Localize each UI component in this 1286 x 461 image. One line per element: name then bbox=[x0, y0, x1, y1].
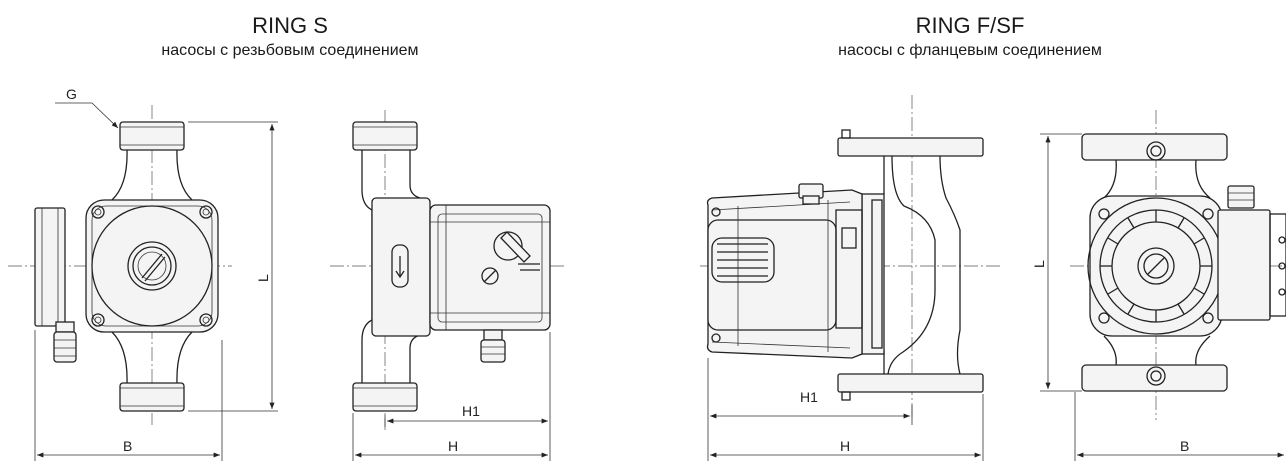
dim-label-g: G bbox=[66, 86, 77, 102]
dim-length-left: L bbox=[188, 121, 278, 412]
dim-label-h1-left: H1 bbox=[462, 403, 480, 419]
ring-s-front-view bbox=[8, 105, 232, 425]
dim-h-right: H bbox=[710, 394, 984, 461]
dim-label-l-right: L bbox=[1031, 260, 1047, 268]
ring-f-front-view bbox=[1070, 110, 1286, 420]
ring-s-side-view bbox=[330, 110, 565, 430]
ring-f-side-view bbox=[700, 95, 1000, 420]
dim-h1-left: H1 bbox=[384, 332, 551, 461]
dim-h1-right: H1 bbox=[707, 358, 913, 461]
model-title-ring-f-sf: RING F/SF bbox=[915, 13, 1025, 38]
dim-label-l-left: L bbox=[255, 274, 271, 282]
model-title-ring-s: RING S bbox=[252, 13, 328, 38]
dim-width-right: B bbox=[1074, 392, 1284, 461]
description-threaded: насосы с резьбовым соединением bbox=[161, 42, 419, 59]
dim-label-h1-right: H1 bbox=[800, 389, 818, 405]
dim-label-h-right: H bbox=[840, 438, 850, 454]
heading-ring-f-sf: RING F/SF насосы с фланцевым соединением bbox=[780, 13, 1160, 61]
dim-label-b-right: B bbox=[1180, 438, 1189, 454]
description-flanged: насосы с фланцевым соединением bbox=[838, 42, 1102, 59]
dim-label-h-left: H bbox=[448, 438, 458, 454]
dim-h-left: H bbox=[352, 413, 548, 461]
thread-g-callout: G bbox=[55, 86, 119, 129]
heading-ring-s: RING S насосы с резьбовым соединением bbox=[100, 13, 480, 61]
dim-length-right: L bbox=[1031, 133, 1082, 392]
dim-width-left: B bbox=[34, 330, 223, 461]
dim-label-b-left: B bbox=[123, 438, 132, 454]
ring-f-front-fins bbox=[1100, 210, 1212, 322]
